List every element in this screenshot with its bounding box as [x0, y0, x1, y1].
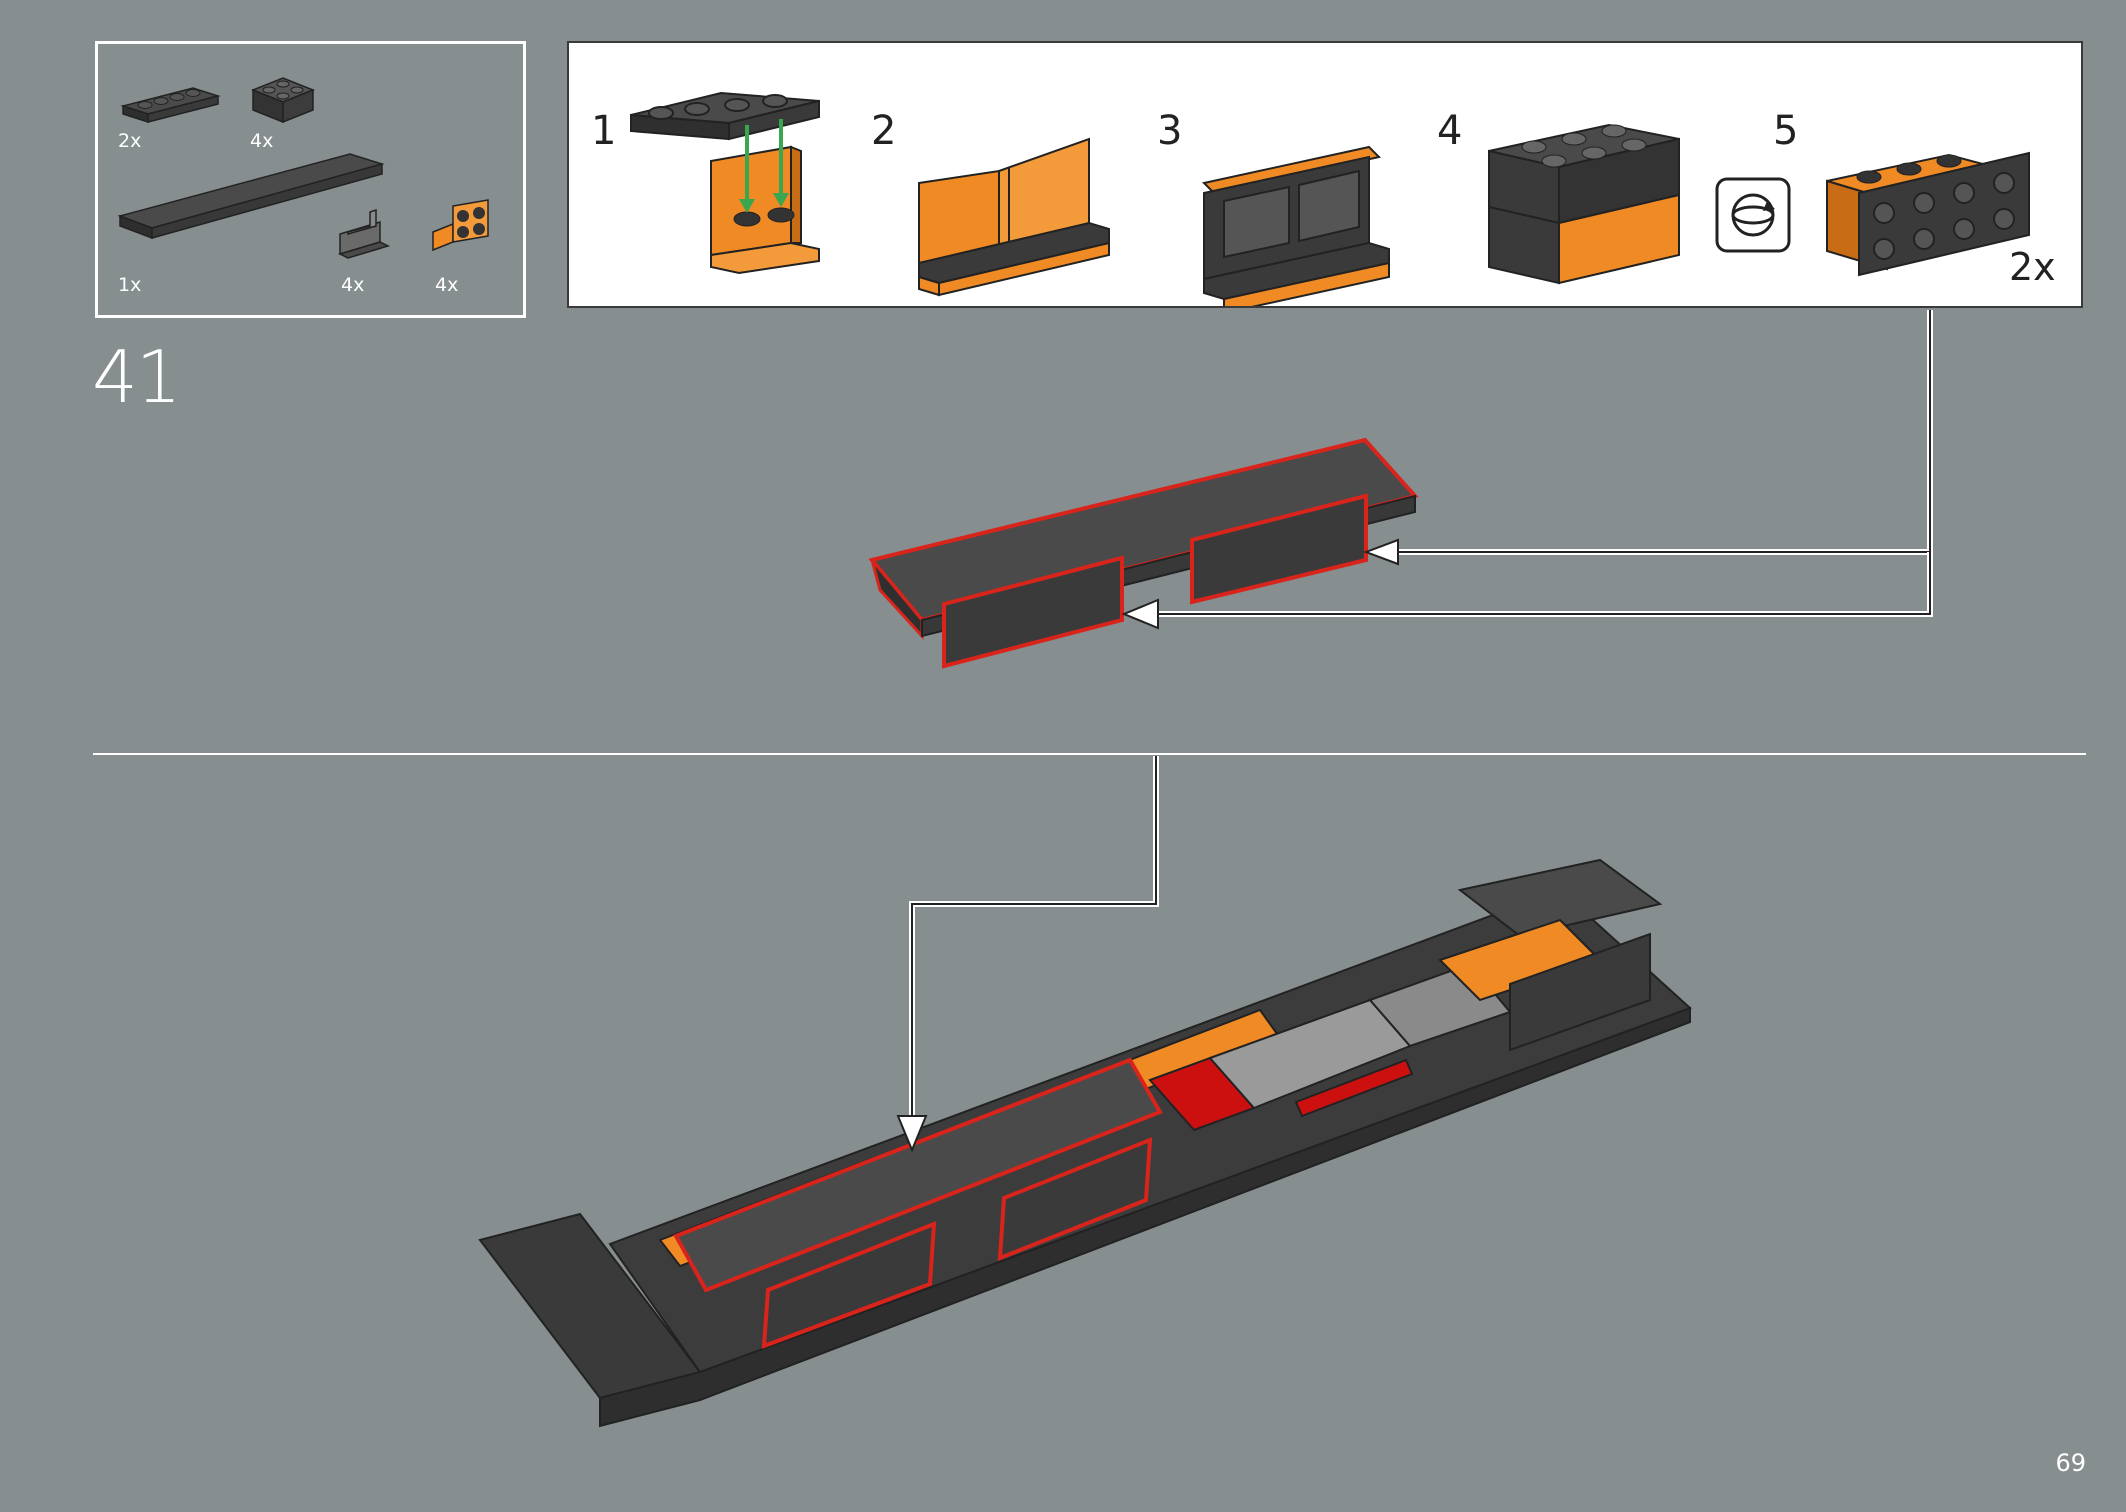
step-number: 41 [92, 335, 182, 419]
main-model-connector-arrow [896, 756, 1159, 1153]
substep-number: 1 [591, 108, 617, 154]
subassembly-callout: 1 2 3 4 5 2x [567, 41, 2083, 308]
part-plate-1x4 [120, 87, 221, 124]
substep-2-illustration [918, 137, 1110, 297]
callout-connector-arrows [1121, 310, 1933, 630]
page-number: 69 [2055, 1449, 2086, 1477]
substep-result-qty: 2x [2009, 245, 2056, 289]
substep-number: 4 [1437, 108, 1463, 154]
step-divider [93, 753, 2086, 755]
part-qty: 4x [341, 274, 365, 296]
substep-illustrations [630, 91, 2030, 306]
assembled-plate-highlighted [868, 437, 1419, 669]
substep-5-illustration [1826, 151, 2030, 277]
substep-1-illustration [630, 91, 820, 275]
part-bracket-2x2-dark [250, 77, 316, 124]
part-bracket-orange [432, 199, 489, 252]
main-model-plate-highlighted [673, 1057, 1163, 1349]
substep-number: 5 [1773, 108, 1799, 154]
part-bracket-grey [337, 208, 391, 259]
part-qty: 2x [118, 130, 142, 152]
substep-4-illustration [1488, 123, 1680, 285]
substep-number: 3 [1157, 108, 1183, 154]
part-plate-2x12 [117, 153, 385, 240]
parts-illustrations [117, 77, 489, 259]
substep-3-illustration [1201, 145, 1390, 306]
substep-number: 2 [871, 108, 897, 154]
part-qty: 4x [250, 130, 274, 152]
part-qty: 4x [435, 274, 459, 296]
rotate-model-icon [1715, 177, 1791, 253]
parts-list: 2x 4x 1x 4x 4x [95, 41, 526, 318]
main-model-rear-section [1438, 858, 1663, 1052]
part-qty: 1x [118, 274, 142, 296]
